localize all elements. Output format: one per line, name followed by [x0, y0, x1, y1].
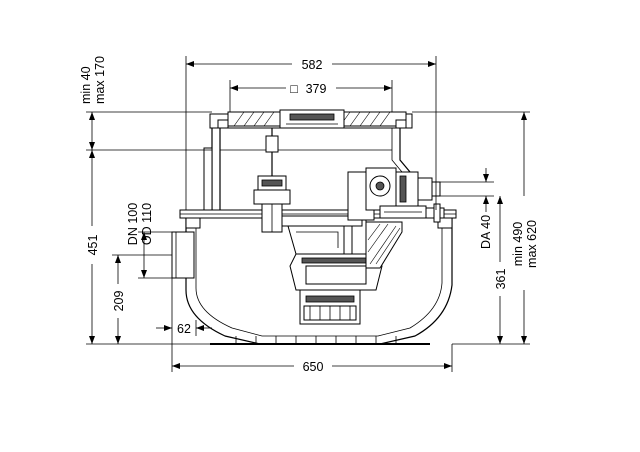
dimension-width-bottom: 650: [171, 278, 453, 374]
extension-min-label: min 40: [79, 66, 93, 104]
dimension-inlet-size: DN 100 OD 110: [126, 203, 172, 279]
dimension-inlet-height: 209: [112, 254, 172, 344]
extension-max-label: max 170: [93, 56, 107, 104]
dimension-outlet-height: 361: [452, 196, 530, 345]
total-max-label: max 620: [525, 220, 539, 268]
dimension-label-582: 582: [302, 58, 323, 72]
lifting-station-body: [185, 213, 453, 345]
dimension-extension-height: min 40 max 170: [79, 56, 212, 151]
inlet-od-label: OD 110: [140, 203, 154, 245]
inlet-pipe: [171, 231, 195, 279]
dimension-outlet-size: DA 40: [440, 168, 494, 249]
outlet-stub: [425, 203, 445, 223]
dimension-label-209: 209: [112, 291, 126, 312]
cover-frame: [209, 109, 413, 129]
outlet-da-label: DA 40: [479, 215, 493, 249]
pump-unit: [281, 175, 403, 325]
dimension-cover-square: □ 379: [229, 80, 393, 112]
dimension-label-451: 451: [86, 235, 100, 256]
float-switch-assembly: [253, 128, 291, 233]
total-min-label: min 490: [511, 222, 525, 267]
dimension-label-379: 379: [306, 82, 327, 96]
dimension-inlet-offset: 62: [156, 320, 212, 336]
dimension-width-top: 582: [185, 56, 437, 210]
support-hatching: [367, 223, 401, 265]
square-symbol: □: [290, 82, 298, 96]
dimension-label-361: 361: [494, 269, 508, 290]
dimension-body-height: 451: [86, 150, 210, 345]
dimension-label-62: 62: [177, 322, 191, 336]
cover-hatching: [233, 111, 391, 127]
inlet-dn-label: DN 100: [126, 203, 140, 245]
dimension-total-height: min 490 max 620: [412, 111, 539, 344]
dimension-label-650: 650: [303, 360, 324, 374]
